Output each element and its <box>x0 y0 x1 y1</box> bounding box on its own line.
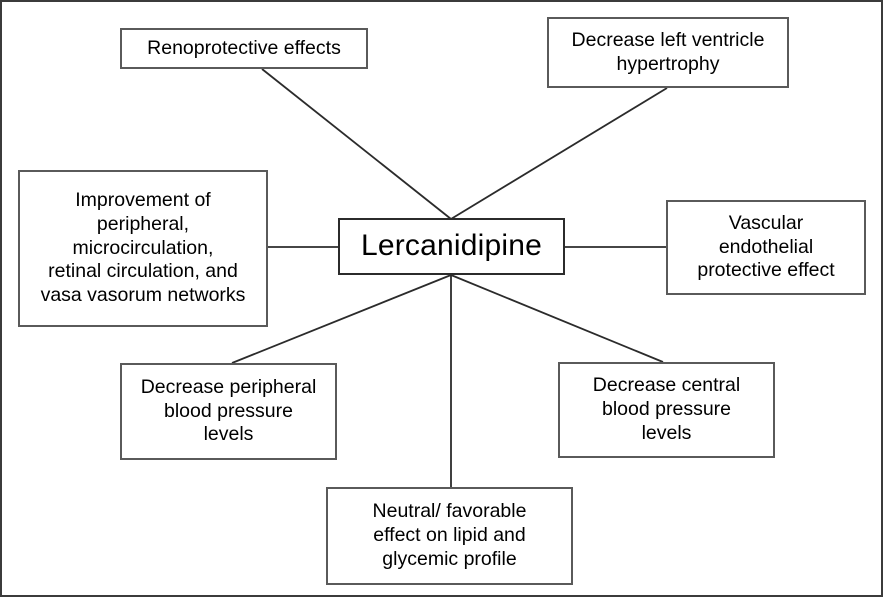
node-label-lipid-glycemic: Neutral/ favorable effect on lipid and g… <box>372 500 527 570</box>
node-improvement: Improvement of peripheral, microcirculat… <box>18 170 268 327</box>
node-central-bp: Decrease central blood pressure levels <box>558 362 775 458</box>
node-label-improvement: Improvement of peripheral, microcirculat… <box>40 189 246 307</box>
link-lvh <box>450 87 668 220</box>
node-label-lercanidipine: Lercanidipine <box>360 229 543 263</box>
node-label-central-bp: Decrease central blood pressure levels <box>592 374 741 444</box>
node-label-lvh: Decrease left ventricle hypertrophy <box>571 28 765 75</box>
link-renoprotective <box>261 68 452 220</box>
link-central-bp <box>450 274 664 363</box>
link-peripheral-bp <box>231 274 452 364</box>
node-label-vascular: Vascular endothelial protective effect <box>697 211 835 282</box>
node-vascular: Vascular endothelial protective effect <box>666 200 866 295</box>
node-lercanidipine: Lercanidipine <box>338 218 565 275</box>
node-peripheral-bp: Decrease peripheral blood pressure level… <box>120 363 337 460</box>
node-label-peripheral-bp: Decrease peripheral blood pressure level… <box>140 375 317 446</box>
node-renoprotective: Renoprotective effects <box>120 28 368 69</box>
node-lvh: Decrease left ventricle hypertrophy <box>547 17 789 88</box>
node-label-renoprotective: Renoprotective effects <box>147 36 341 59</box>
node-lipid-glycemic: Neutral/ favorable effect on lipid and g… <box>326 487 573 585</box>
